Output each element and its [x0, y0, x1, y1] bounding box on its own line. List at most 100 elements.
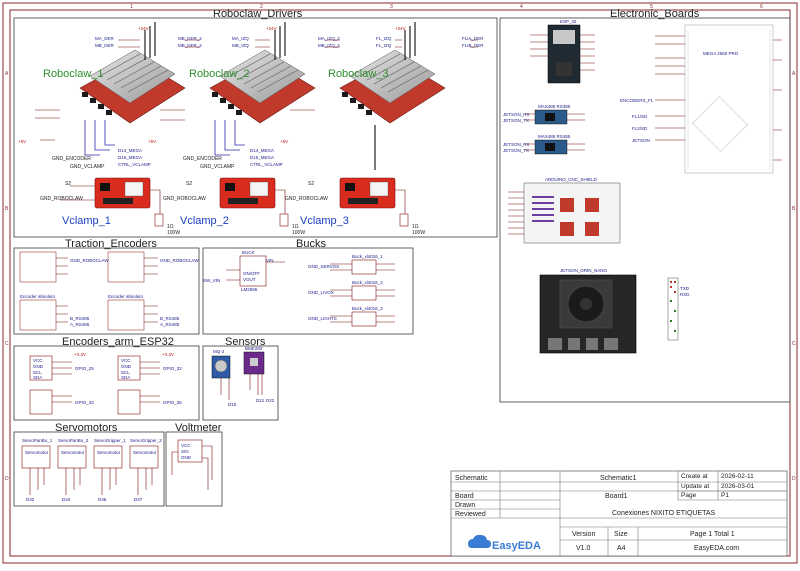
- voltmeter-panel: Voltmeter VCC SIG GND: [165, 422, 223, 507]
- as5600-3: [29, 389, 53, 415]
- resistor-2: [279, 213, 289, 227]
- vclamp-2-label: Vclamp_2: [180, 215, 229, 227]
- max485-1-label: MAX485 RS485: [538, 104, 571, 109]
- bme-label: BME280: [245, 346, 263, 351]
- fl1-net: FL1/SD: [632, 114, 648, 119]
- tb-page-total: Page 1 Total 1: [690, 531, 735, 538]
- buck-xl4016-1: [351, 259, 377, 275]
- encoder-abs-label-2: Encoder absoluto: [108, 294, 144, 299]
- tb-board-label: Board: [455, 493, 474, 500]
- tb-page-label: Page: [681, 492, 697, 499]
- net-a-rs485-1: A_RS485: [70, 322, 90, 327]
- traction-encoders-panel: Traction_Encoders Encoder absoluto Encod…: [13, 238, 200, 335]
- servo-4: [129, 445, 159, 469]
- net-d14-mega: D14_MEGA: [118, 148, 142, 153]
- section-title-bucks: Bucks: [296, 238, 326, 250]
- d22-net: D22: [266, 398, 275, 403]
- tb-version-value: V1.0: [576, 545, 591, 552]
- servo-1-name: ServoPanBo_1: [22, 438, 53, 443]
- enc-sda-2: SDA: [121, 375, 130, 380]
- jetson-net: JETSON: [632, 138, 650, 143]
- gpio-32-net: GPIO_32: [163, 366, 182, 371]
- resistor-2-value: 1Ω: [292, 224, 299, 230]
- resistor-1-power: 100W: [167, 230, 180, 236]
- encoder-box-1: [19, 251, 57, 283]
- servo-3-label: Servomotor: [97, 450, 121, 455]
- buck-xl4016-2: [351, 285, 377, 301]
- roboclaw-module-2: [209, 49, 316, 124]
- net-mb-der-2: MB_DER_2: [178, 36, 202, 41]
- cnc-label: ARDUINO_CNC_SHIELD: [545, 177, 598, 182]
- easyeda-logo-text: EasyEDA: [492, 540, 541, 552]
- buck-onoff-pin: ON/OFF: [243, 271, 260, 276]
- servo-1-label: Servomotor: [25, 450, 49, 455]
- max485-2-label: MAX485 RS485: [538, 134, 571, 139]
- buck-xl4016-1-label: Buck_xl4016_1: [352, 254, 383, 259]
- electronic-boards-panel: Electronic_Boards ESP_32 MAX485 RS485 MA…: [499, 8, 791, 403]
- net-ma-der: MA_DER: [95, 36, 115, 41]
- net-s2-2: S2: [186, 181, 192, 187]
- gpio-33-net: GPIO_33: [75, 400, 94, 405]
- section-title-roboclaw: Roboclaw_Drivers: [213, 8, 303, 20]
- txd-net: TXD: [680, 286, 690, 291]
- tb-page-value: P1: [721, 492, 729, 499]
- row-mark-d: D: [5, 476, 9, 482]
- row-mark-a: A: [5, 71, 9, 77]
- resistor-2-power: 100W: [292, 230, 305, 236]
- servo-1-pin: D32: [26, 497, 35, 502]
- bucks-panel: Bucks BUCK LM2596 VIN ON/OFF VOUT SW_VIN…: [202, 238, 414, 335]
- easyeda-logo: EasyEDA: [468, 534, 541, 552]
- net-24v-1: +24V: [138, 26, 149, 31]
- row-mark-a-right: A: [792, 71, 796, 77]
- title-block: Schematic Schematic1 Create at 2026-02-1…: [450, 470, 788, 557]
- resistor-3: [399, 213, 409, 227]
- mq2-sensor: [211, 355, 231, 379]
- net-gnd-roboclaw-enc-2: GND_ROBOCLAW: [160, 258, 199, 263]
- servo-4-name: ServoGripper_2: [130, 438, 162, 443]
- tb-project-title: Conexiones NIXITO ETIQUETAS: [612, 510, 716, 517]
- servo-1: [21, 445, 51, 469]
- col-mark-5: 5: [650, 4, 653, 10]
- enc-scl-2: SCL: [121, 370, 130, 375]
- d21-net: D21: [256, 398, 265, 403]
- vclamp-module-3: [339, 177, 396, 209]
- buck-label: BUCK: [242, 250, 255, 255]
- resistor-3-power: 100W: [412, 230, 425, 236]
- tb-size-label: Size: [614, 531, 628, 538]
- bme280-sensor: [243, 351, 265, 375]
- net-ctrl-vclamp-1: CTRL_VCLAMP: [118, 162, 151, 167]
- encoder-box-3: [19, 299, 57, 331]
- sheet-frame-outer: [2, 2, 798, 564]
- tb-board-value: Board1: [605, 493, 628, 500]
- net-5v-2: +5V: [148, 139, 156, 144]
- buck-xl4016-3: [351, 311, 377, 327]
- net-s2-1: S2: [65, 181, 71, 187]
- volt-sig: SIG: [181, 449, 189, 454]
- buck-xl4016-3-label: Buck_xl4016_3: [352, 306, 383, 311]
- enc-vcc-1: VCC: [33, 358, 43, 363]
- col-mark-1: 1: [130, 4, 133, 10]
- esp32-label: ESP_32: [560, 19, 577, 24]
- mega-label: MEGA 2560 PRO: [703, 51, 739, 56]
- section-title-voltmeter: Voltmeter: [175, 422, 222, 434]
- net-gnd-encoder-2: GND_ENCODER: [183, 156, 222, 162]
- row-mark-b-right: B: [792, 206, 796, 212]
- encoder-abs-label-1: Encoder absoluto: [20, 294, 56, 299]
- servomotors-panel: Servomotors ServoPanBo_1 ServoPanBo_2 Se…: [13, 422, 165, 507]
- rxd-net: RXD: [680, 292, 690, 297]
- gpio-header: [667, 277, 679, 341]
- volt-gnd: GND: [181, 455, 192, 460]
- max485-module-1: [534, 109, 568, 125]
- net-gnd-roboclaw-3: GND_ROBOCLAW: [285, 196, 328, 202]
- section-title-sensors: Sensors: [225, 336, 266, 348]
- encoder-box-2: [107, 251, 145, 283]
- tb-created-value: 2026-02-11: [721, 473, 754, 480]
- net-24v-2: +24V: [266, 26, 277, 31]
- jetson-tx-2: JETSON_TX: [503, 148, 529, 153]
- net-ma-izq-2: MA_IZQ_2: [318, 36, 340, 41]
- vclamp-1-label: Vclamp_1: [62, 215, 111, 227]
- col-mark-6: 6: [760, 4, 763, 10]
- net-ma-izq: MA_IZQ: [232, 36, 249, 41]
- section-title-encoders-arm: Encoders_arm_ESP32: [62, 336, 174, 348]
